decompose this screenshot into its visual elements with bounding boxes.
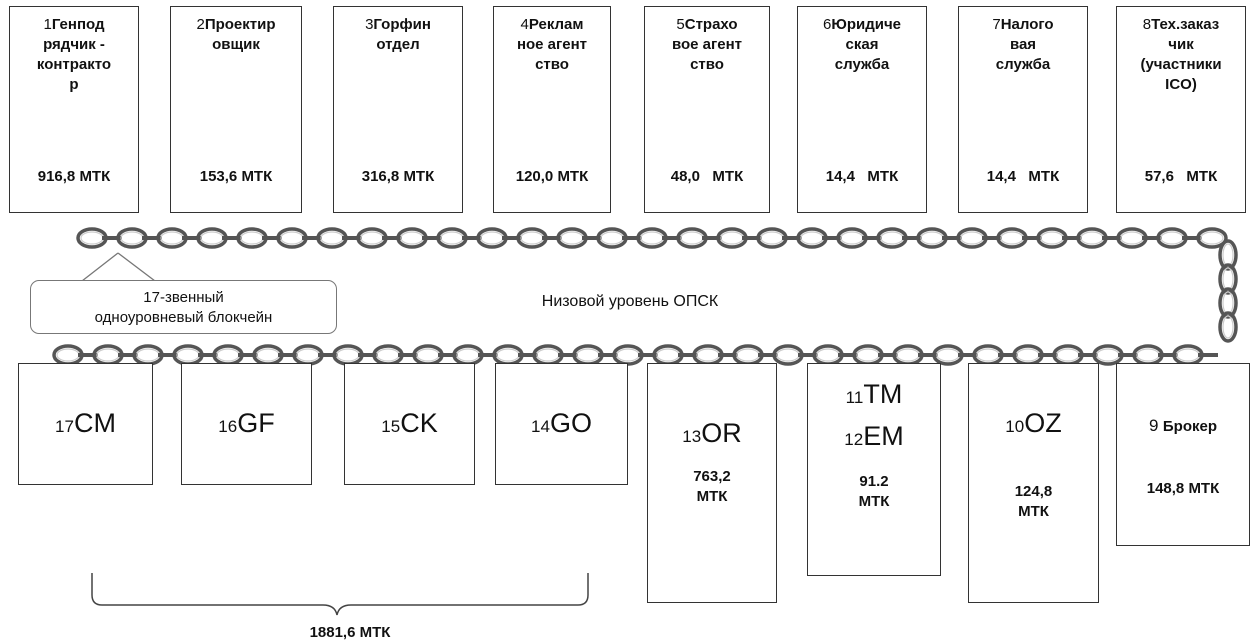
chain-link-highlight — [281, 232, 303, 244]
node-value: 916,8 МТК — [10, 168, 138, 185]
chain-link-highlight — [1223, 316, 1233, 338]
node-value: 120,0 МТК — [494, 168, 610, 185]
chain-link-highlight — [681, 232, 703, 244]
node-ad-agency: 4Реклам ное агент ство 120,0 МТК — [493, 6, 611, 213]
chain-link-highlight — [761, 232, 783, 244]
chain-link-highlight — [217, 349, 239, 361]
chain-link-highlight — [1201, 232, 1223, 244]
chain-link-highlight — [577, 349, 599, 361]
node-designer: 2Проектир овщик 153,6 МТК — [170, 6, 302, 213]
chain-link-highlight — [1223, 292, 1233, 314]
node-value: 57,6 МТК — [1117, 168, 1245, 185]
chain-link-highlight — [601, 232, 623, 244]
node-insurance-agency: 5Страхо вое агент ство 48,0 МТК — [644, 6, 770, 213]
chain-link-highlight — [57, 349, 79, 361]
node-general-contractor: 1Генпод рядчик - контракто р 916,8 МТК — [9, 6, 139, 213]
chain-link-highlight — [961, 232, 983, 244]
node-broker: 9 Брокер 148,8 МТК — [1116, 363, 1250, 546]
chain-link-highlight — [361, 232, 383, 244]
node-value: 153,6 МТК — [171, 168, 301, 185]
chain-link-highlight — [521, 232, 543, 244]
level-label: Низовой уровень ОПСК — [470, 293, 790, 311]
chain-link-highlight — [177, 349, 199, 361]
chain-link-highlight — [377, 349, 399, 361]
chain-link-highlight — [257, 349, 279, 361]
chain-link-highlight — [321, 232, 343, 244]
chain-link-highlight — [881, 232, 903, 244]
blockchain-callout: 17-звенный одноуровневый блокчейн — [30, 280, 337, 334]
chain-link-highlight — [921, 232, 943, 244]
chain-link-highlight — [1097, 349, 1119, 361]
node-tm-em: 11TM 12EM 91.2 МТК — [807, 363, 941, 576]
node-gf: 16GF — [181, 363, 312, 485]
total-value: 1881,6 МТК — [250, 624, 450, 641]
chain-link-highlight — [1081, 232, 1103, 244]
chain-link-highlight — [241, 232, 263, 244]
chain-link-highlight — [417, 349, 439, 361]
chain-link-highlight — [841, 232, 863, 244]
chain-link-highlight — [1001, 232, 1023, 244]
right-chain — [1220, 241, 1236, 341]
node-tax-service: 7Налого вая служба 14,4 МТК — [958, 6, 1088, 213]
chain-link-highlight — [137, 349, 159, 361]
chain-link-highlight — [801, 232, 823, 244]
chain-link-highlight — [697, 349, 719, 361]
node-legal-service: 6Юридиче ская служба 14,4 МТК — [797, 6, 927, 213]
chain-link-highlight — [537, 349, 559, 361]
chain-link-highlight — [1137, 349, 1159, 361]
chain-link-highlight — [441, 232, 463, 244]
chain-link-highlight — [817, 349, 839, 361]
chain-link-highlight — [1223, 244, 1233, 266]
chain-link-highlight — [937, 349, 959, 361]
node-value: 91.2 МТК — [808, 472, 940, 512]
node-or: 13OR 763,2 МТК — [647, 363, 777, 603]
chain-link-highlight — [497, 349, 519, 361]
chain-link-highlight — [857, 349, 879, 361]
chain-link-highlight — [641, 232, 663, 244]
total-brace — [92, 573, 588, 615]
node-value: 14,4 МТК — [798, 168, 926, 185]
node-value: 48,0 МТК — [645, 168, 769, 185]
chain-link-highlight — [617, 349, 639, 361]
top-chain — [78, 229, 1226, 247]
chain-link-highlight — [81, 232, 103, 244]
chain-link-highlight — [97, 349, 119, 361]
callout-pointer — [82, 253, 155, 281]
node-value: 763,2 МТК — [648, 467, 776, 507]
node-value: 148,8 МТК — [1117, 479, 1249, 499]
node-value: 316,8 МТК — [334, 168, 462, 185]
chain-link-highlight — [1041, 232, 1063, 244]
node-value: 14,4 МТК — [959, 168, 1087, 185]
bottom-chain — [54, 346, 1218, 364]
chain-link-highlight — [201, 232, 223, 244]
chain-link-highlight — [1017, 349, 1039, 361]
chain-link-highlight — [897, 349, 919, 361]
chain-link-highlight — [457, 349, 479, 361]
node-cm: 17CM — [18, 363, 153, 485]
chain-link-highlight — [401, 232, 423, 244]
node-technical-customer: 8Тех.заказ чик (участники ICO) 57,6 МТК — [1116, 6, 1246, 213]
node-gorfin-dept: 3Горфин отдел 316,8 МТК — [333, 6, 463, 213]
node-go: 14GO — [495, 363, 628, 485]
chain-link-highlight — [337, 349, 359, 361]
chain-link-highlight — [737, 349, 759, 361]
chain-link-highlight — [1057, 349, 1079, 361]
chain-link-highlight — [721, 232, 743, 244]
chain-link-highlight — [481, 232, 503, 244]
chain-link-highlight — [1177, 349, 1199, 361]
chain-link-highlight — [161, 232, 183, 244]
chain-link-highlight — [1223, 268, 1233, 290]
chain-link-highlight — [777, 349, 799, 361]
node-value: 124,8 МТК — [969, 482, 1098, 522]
node-oz: 10OZ 124,8 МТК — [968, 363, 1099, 603]
chain-link-highlight — [561, 232, 583, 244]
chain-link-highlight — [1121, 232, 1143, 244]
chain-link-highlight — [297, 349, 319, 361]
node-ck: 15CK — [344, 363, 475, 485]
chain-link-highlight — [977, 349, 999, 361]
chain-link-highlight — [657, 349, 679, 361]
chain-link-highlight — [121, 232, 143, 244]
chain-link-highlight — [1161, 232, 1183, 244]
